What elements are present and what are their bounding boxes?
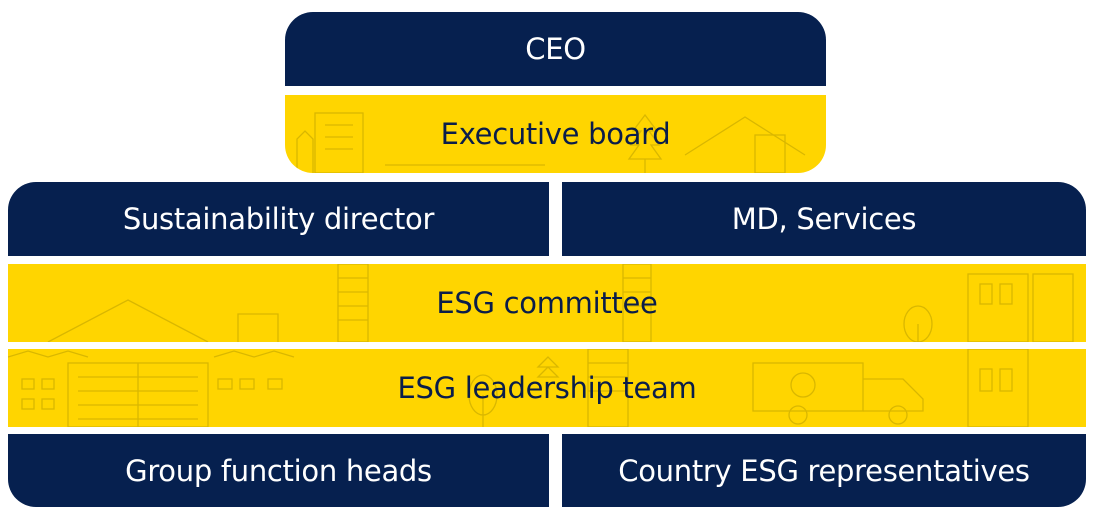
esg-leadership-team-label: ESG leadership team: [397, 371, 697, 405]
country-esg-representatives-label: Country ESG representatives: [618, 453, 1030, 488]
md-services-label: MD, Services: [731, 202, 917, 236]
sustainability-director-label: Sustainability director: [122, 202, 435, 236]
esg-committee-box: ESG committee: [8, 264, 1086, 342]
ceo-box: CEO: [285, 12, 826, 86]
group-function-heads-box: Group function heads: [8, 434, 549, 507]
country-esg-representatives-box: Country ESG representatives: [562, 434, 1086, 507]
ceo-label: CEO: [525, 32, 586, 66]
sustainability-director-box: Sustainability director: [8, 182, 549, 256]
group-function-heads-label: Group function heads: [125, 453, 432, 488]
executive-board-label: Executive board: [440, 117, 671, 151]
md-services-box: MD, Services: [562, 182, 1086, 256]
executive-board-box: Executive board: [285, 95, 826, 173]
esg-committee-label: ESG committee: [436, 286, 658, 320]
esg-leadership-team-box: ESG leadership team: [8, 349, 1086, 427]
